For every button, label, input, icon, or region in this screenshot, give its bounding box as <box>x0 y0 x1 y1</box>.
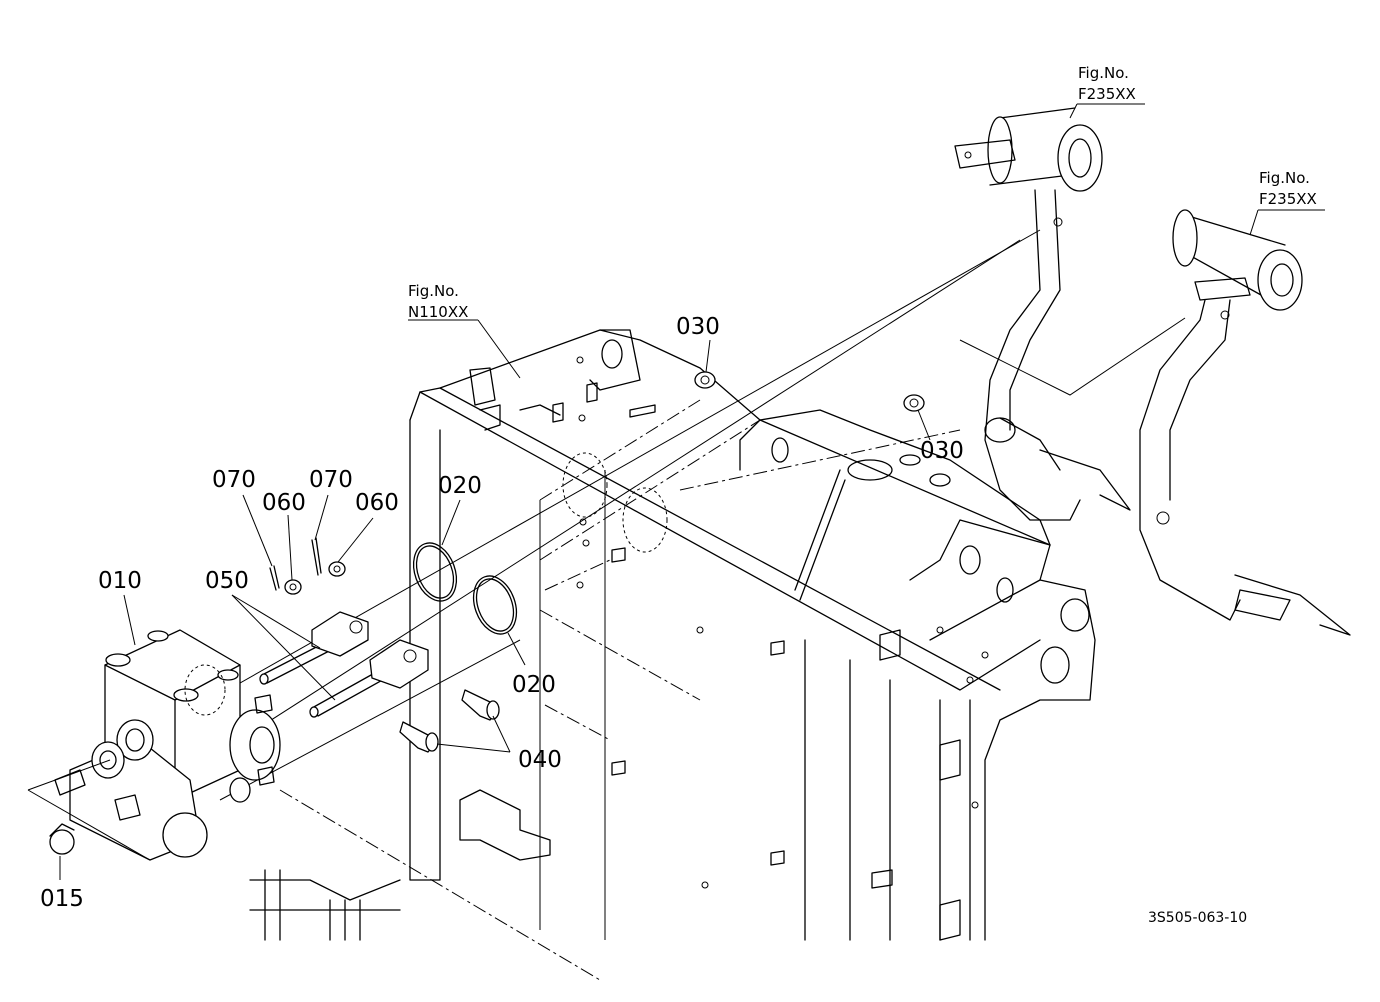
pedal-right <box>1139 209 1351 636</box>
frame-assembly <box>249 329 1096 941</box>
callout-020-lower: 020 <box>512 672 556 698</box>
center-lines <box>209 229 1186 981</box>
leader-lines <box>59 103 1325 880</box>
figure-references: Fig.No. F235XX Fig.No. F235XX Fig.No. N1… <box>408 64 1317 321</box>
callout-020-upper: 020 <box>438 473 482 499</box>
fig-ref-1-line2: F235XX <box>1078 85 1136 103</box>
callout-010: 010 <box>98 568 142 594</box>
callout-050: 050 <box>205 568 249 594</box>
clevis-pins <box>399 689 500 753</box>
drawing-code: 3S505-063-10 <box>1148 910 1247 926</box>
plug <box>49 823 75 855</box>
callout-060-right: 060 <box>355 490 399 516</box>
nuts <box>694 371 925 412</box>
callout-015: 015 <box>40 886 84 912</box>
valve-body <box>27 629 281 861</box>
callout-070-right: 070 <box>309 467 353 493</box>
callout-040: 040 <box>518 747 562 773</box>
fig-ref-3-line1: Fig.No. <box>408 282 459 300</box>
fig-ref-2-line2: F235XX <box>1259 190 1317 208</box>
callout-070-left: 070 <box>212 467 256 493</box>
callout-030-right: 030 <box>920 438 964 464</box>
callout-030-upper: 030 <box>676 314 720 340</box>
pedal-left <box>954 107 1131 521</box>
washers-and-split-pins <box>269 537 346 595</box>
callout-060-left: 060 <box>262 490 306 516</box>
fig-ref-1-line1: Fig.No. <box>1078 64 1129 82</box>
o-rings <box>412 542 518 635</box>
fig-ref-2-line1: Fig.No. <box>1259 169 1310 187</box>
part-callouts: 030 030 020 020 040 070 070 060 060 050 … <box>40 314 964 912</box>
rod-assemblies <box>259 611 429 718</box>
fig-ref-3-line2: N110XX <box>408 303 468 321</box>
